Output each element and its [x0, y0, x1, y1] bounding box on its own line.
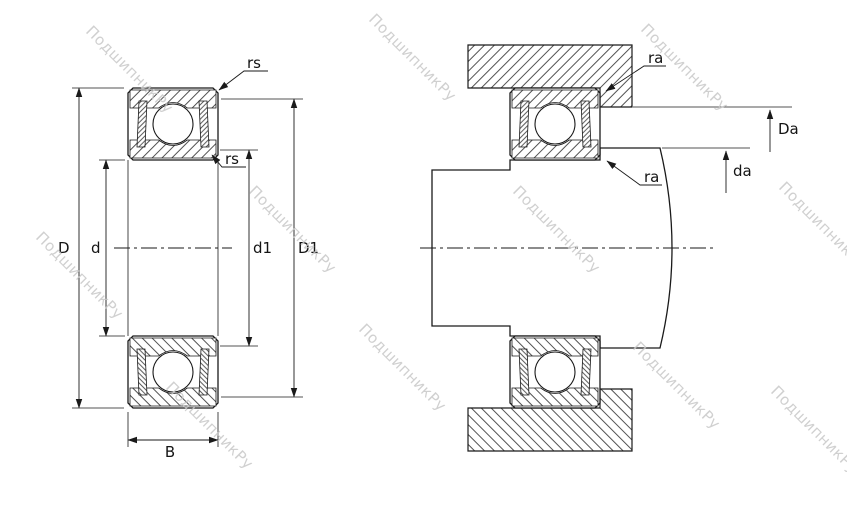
dimension-label-d1: d1	[253, 239, 272, 257]
dimension-ra-shaft: ra	[606, 160, 662, 186]
leader-line	[218, 70, 268, 91]
leader-line	[211, 154, 246, 168]
bearing-cross-section-top	[509, 87, 601, 161]
dimension-rs-inner: rs	[211, 150, 246, 168]
bearing-cross-section-top	[127, 87, 219, 161]
dimension-d: d	[91, 159, 125, 337]
watermark-text: ПодшипникРу	[32, 228, 127, 323]
watermark-text: ПодшипникРу	[775, 178, 847, 273]
watermark-text: ПодшипникРу	[355, 320, 450, 415]
dimension-label-ra-housing: ra	[648, 49, 663, 67]
dimension-D1: D1	[221, 98, 319, 398]
dimension-da: da	[722, 150, 752, 193]
dimension-label-D1: D1	[298, 239, 319, 257]
dimension-B: B	[127, 412, 219, 461]
dimension-rs-outer: rs	[218, 54, 268, 91]
dimension-d1: d1	[220, 149, 272, 347]
dimension-label-B: B	[165, 443, 175, 461]
leader-line	[606, 160, 662, 186]
watermark-text: ПодшипникРу	[767, 382, 847, 477]
dimension-D: D	[58, 87, 124, 409]
watermark-text: ПодшипникРу	[365, 10, 460, 105]
dimension-label-d: d	[91, 239, 101, 257]
left-view-bearing-section: D d d1 D1 B	[58, 54, 319, 461]
leader-line	[605, 65, 666, 92]
dimension-label-Da: Da	[778, 120, 799, 138]
dimension-label-rs-outer: rs	[247, 54, 261, 72]
watermark-text: ПодшипникРу	[629, 338, 724, 433]
dimension-Da: Da	[766, 109, 799, 152]
dimension-label-da: da	[733, 162, 752, 180]
watermark-text: ПодшипникРу	[637, 20, 732, 115]
dimension-ra-housing: ra	[605, 49, 666, 92]
dimension-label-ra-shaft: ra	[644, 168, 659, 186]
dimension-label-rs-inner: rs	[225, 150, 239, 168]
right-view-mounted-bearing: Da da ra ra	[420, 44, 799, 452]
watermark-text: ПодшипникРу	[245, 182, 340, 277]
bearing-cross-section-bottom	[509, 335, 601, 409]
dimension-label-D: D	[58, 239, 70, 257]
